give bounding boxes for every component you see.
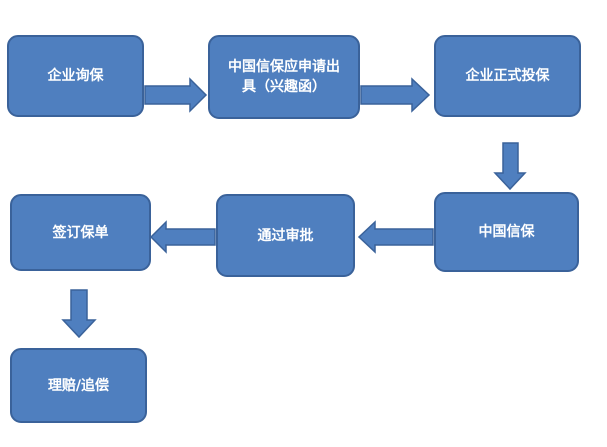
arrow-down-2 bbox=[61, 289, 97, 339]
arrow-left-2 bbox=[149, 220, 216, 254]
node-sinosure bbox=[434, 192, 579, 272]
node-apply bbox=[208, 35, 360, 119]
node-inquiry bbox=[7, 35, 144, 117]
node-approve bbox=[216, 194, 355, 277]
arrow-left-1 bbox=[357, 220, 434, 254]
node-sign bbox=[10, 194, 151, 271]
arrow-down-1 bbox=[493, 142, 527, 191]
arrow-right-2 bbox=[360, 77, 431, 113]
node-formal bbox=[434, 35, 581, 117]
node-claim bbox=[10, 348, 147, 423]
arrow-right-1 bbox=[144, 77, 208, 113]
